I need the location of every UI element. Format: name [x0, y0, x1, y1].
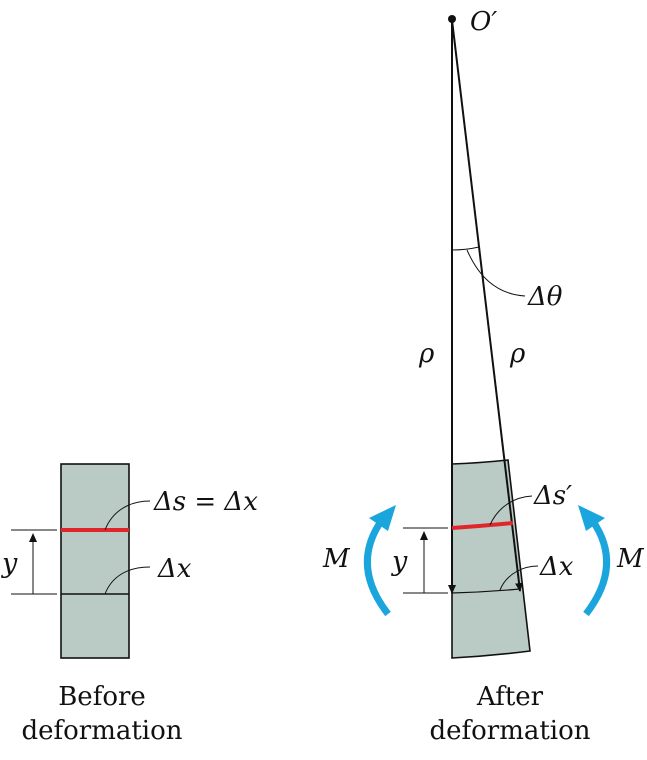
- y-label-before: y: [1, 548, 18, 579]
- label-moment-right: M: [616, 544, 645, 574]
- after-deformation-group: O′ Δθ ρ ρ Δs′ Δx y M M After deformation: [322, 7, 645, 746]
- caption-after-line1: After: [476, 682, 544, 712]
- center-of-curvature-point: [448, 15, 456, 23]
- label-ds-prime: Δs′: [533, 481, 572, 511]
- leader-dtheta: [466, 249, 526, 297]
- deformed-fiber-ds-prime: [451, 521, 514, 530]
- leader-ds-before: [104, 500, 151, 531]
- label-rho-left: ρ: [418, 339, 435, 369]
- before-deformation-group: y Δs = Δx Δx Before deformation: [1, 463, 258, 746]
- caption-before-line1: Before: [58, 682, 146, 712]
- undeformed-block: [60, 463, 130, 659]
- leader-ds-prime: [489, 495, 533, 526]
- moment-arrowhead-right: [578, 505, 605, 531]
- moment-arrow-right: [583, 517, 611, 617]
- neutral-axis-line-after: [451, 588, 521, 594]
- caption-after-line2: deformation: [429, 716, 590, 746]
- label-dx-after: Δx: [539, 552, 574, 582]
- deformed-block: [451, 459, 531, 659]
- y-label-after: y: [391, 546, 408, 577]
- label-delta-theta: Δθ: [527, 282, 563, 312]
- label-ds-equals-dx: Δs = Δx: [153, 487, 258, 517]
- label-dx-before: Δx: [157, 554, 192, 584]
- moment-arrow-left: [363, 517, 391, 617]
- leader-dx-before: [104, 566, 151, 595]
- label-moment-left: M: [322, 544, 351, 574]
- radius-line-right: [451, 19, 524, 592]
- leader-dx-after: [499, 565, 539, 591]
- label-O-prime: O′: [470, 7, 497, 37]
- moment-arrowhead-left: [369, 505, 396, 531]
- label-rho-right: ρ: [509, 339, 526, 369]
- caption-before-line2: deformation: [21, 716, 182, 746]
- angle-arc: [451, 246, 480, 251]
